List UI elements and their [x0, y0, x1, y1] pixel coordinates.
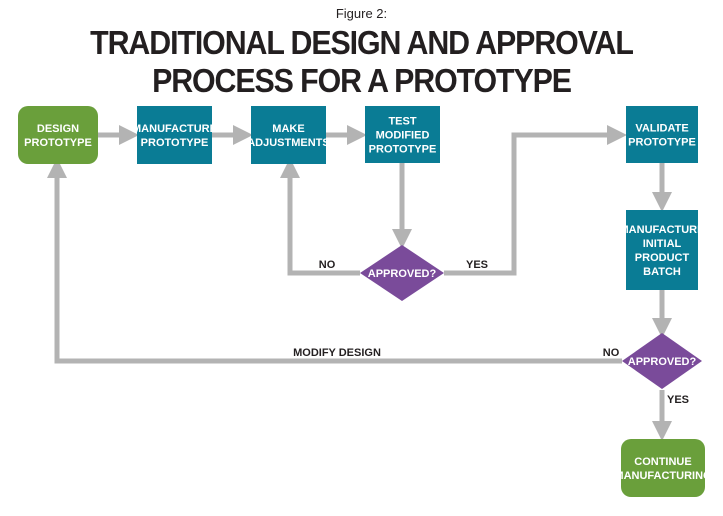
node-label-line: TEST: [388, 116, 416, 128]
validate-prototype-node: [626, 106, 698, 163]
node-label-line: VALIDATE: [635, 123, 688, 135]
node-label-line: INITIAL: [643, 238, 682, 250]
node-label-line: MAKE: [272, 123, 304, 135]
node-label-line: BATCH: [643, 266, 681, 278]
node-label-line: PROTOTYPE: [369, 144, 437, 156]
test-modified-prototype-label: TEST MODIFIED PROTOTYPE: [369, 116, 437, 156]
node-label-line: MODIFIED: [376, 130, 430, 142]
diagram-title: TRADITIONAL DESIGN AND APPROVAL PROCESS …: [90, 24, 634, 99]
continue-manufacturing-label: CONTINUE MANUFACTURING: [614, 456, 711, 482]
arrow-approved1-no-to-adjust: [280, 158, 360, 276]
node-label-line: MANUFACTURE: [620, 224, 705, 236]
design-prototype-label: DESIGN PROTOTYPE: [24, 123, 92, 149]
edge-label-yes-1: YES: [466, 259, 488, 271]
node-label-line: ADJUSTMENTS: [247, 137, 330, 149]
edge-label-yes-2: YES: [667, 394, 689, 406]
edge-label-no-2: NO: [603, 347, 620, 359]
edge-label-no-1: NO: [319, 259, 336, 271]
node-label-line: PROTOTYPE: [628, 137, 696, 149]
make-adjustments-label: MAKE ADJUSTMENTS: [247, 123, 330, 149]
node-label-line: PROTOTYPE: [141, 137, 209, 149]
design-prototype-node: [18, 106, 98, 164]
approved-1-label: APPROVED?: [368, 268, 437, 280]
manufacture-initial-batch-label: MANUFACTURE INITIAL PRODUCT BATCH: [620, 224, 705, 278]
node-label-line: CONTINUE: [634, 456, 691, 468]
node-label-line: MANUFACTURING: [614, 470, 711, 482]
approved-2-label: APPROVED?: [628, 356, 697, 368]
continue-manufacturing-node: [621, 439, 705, 497]
node-label-line: PROTOTYPE: [24, 137, 92, 149]
node-label-line: DESIGN: [37, 123, 79, 135]
node-label-line: PRODUCT: [635, 252, 690, 264]
node-label-line: APPROVED?: [368, 268, 437, 280]
figure-label: Figure 2:: [335, 6, 388, 21]
arrow-approved2-no-to-design: [47, 158, 622, 364]
manufacture-prototype-node: [137, 106, 212, 164]
test-modified-prototype-node: [365, 106, 440, 163]
manufacture-initial-batch-node: [626, 210, 698, 290]
node-label-line: APPROVED?: [628, 356, 697, 368]
make-adjustments-node: [251, 106, 326, 164]
validate-prototype-label: VALIDATE PROTOTYPE: [628, 123, 696, 149]
approved-1-diamond: [360, 245, 444, 301]
node-label-line: MANUFACTURE: [132, 123, 217, 135]
approved-2-diamond: [622, 333, 702, 389]
manufacture-prototype-label: MANUFACTURE PROTOTYPE: [132, 123, 217, 149]
arrow-approved1-yes-to-validate: [444, 125, 627, 276]
edge-label-modify-design: MODIFY DESIGN: [293, 347, 381, 359]
